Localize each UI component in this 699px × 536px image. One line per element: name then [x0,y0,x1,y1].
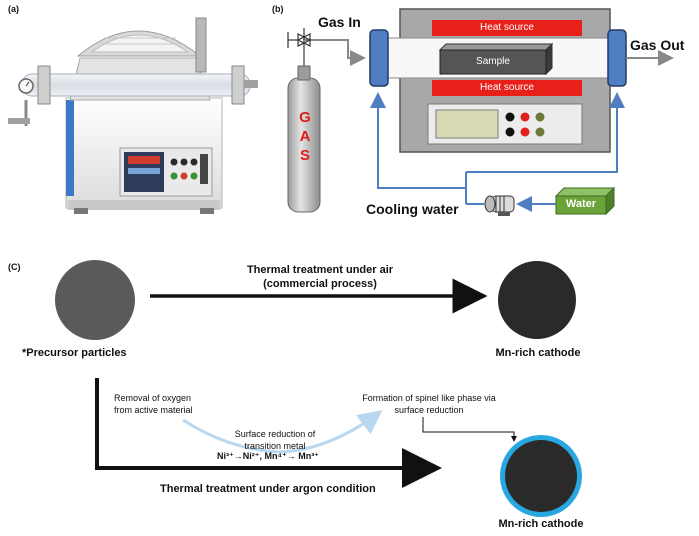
knob [535,127,545,137]
argon-route-label: Thermal treatment under argon condition [160,483,376,495]
sample-label: Sample [476,56,510,67]
surface-reduction-note: Surface reduction of transition metal [210,428,340,452]
knob [520,127,530,137]
heat-source-bottom-label: Heat source [480,82,534,93]
surface-reduction-line1: Surface reduction of [234,429,316,439]
gas-valve-icon [287,28,312,48]
sample-block [439,49,547,75]
cooling-water-supply [466,92,625,173]
cooling-water-label: Cooling water [366,201,459,217]
furnace-schematic [287,8,674,216]
heat-source-top-bar [432,20,582,36]
precursor-label: *Precursor particles [22,347,127,359]
knob [520,112,530,122]
heat-source-top-label: Heat source [480,22,534,33]
air-route-label: Thermal treatment under air (commercial … [220,263,420,291]
panel-a-label: (a) [8,4,19,14]
gas-cylinder-label: GAS [299,109,311,164]
reduction-curve-arrow [182,410,383,454]
panel-c-label: (C) [8,262,21,272]
oxygen-removal-line2: from active material [114,405,193,415]
gas-in-label: Gas In [318,14,361,30]
air-route-label-line2: (commercial process) [263,278,377,290]
oxygen-removal-line1: Removal of oxygen [114,393,192,403]
knob [535,112,545,122]
water-tank [555,195,607,215]
pump-icon [484,195,515,216]
cathode-air-particle [498,261,576,339]
knob [505,112,515,122]
precursor-particle [55,260,135,340]
knob [505,127,515,137]
water-label: Water [565,198,597,210]
panel-b-label: (b) [272,4,284,14]
spinel-pointer [422,417,517,442]
air-route-label-line1: Thermal treatment under air [246,264,394,276]
left-end-cap [369,29,389,87]
right-end-cap [607,29,627,87]
spinel-line2: surface reduction [394,405,464,415]
cathode-argon-label: Mn-rich cathode [498,518,584,530]
cathode-air-label: Mn-rich cathode [495,347,581,359]
oxygen-removal-note: Removal of oxygen from active material [114,392,193,416]
gas-out-label: Gas Out [630,37,685,53]
spinel-line1: Formation of spinel like phase via [362,393,496,403]
spinel-note: Formation of spinel like phase via surfa… [344,392,514,416]
process-diagram [55,260,582,517]
cathode-argon-particle [505,440,577,512]
display-screen [435,109,499,139]
surface-reduction-line2: transition metal [244,441,306,451]
reduction-equation: Ni³⁺→Ni²⁺, Mn⁴⁺→ Mn³⁺ [217,451,319,461]
tube-furnace-photo [8,17,258,214]
heat-source-bottom-bar [432,80,582,96]
argon-route-arrow [95,378,442,488]
